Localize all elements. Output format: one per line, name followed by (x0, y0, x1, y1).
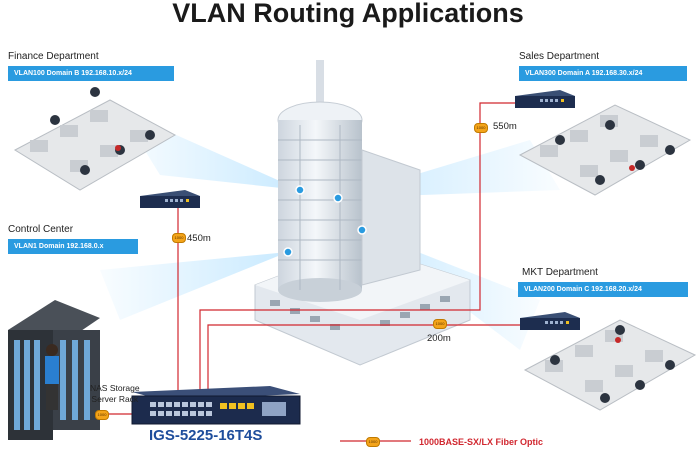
tower (277, 60, 421, 302)
mkt-vlan-box: VLAN200 Domain C 192.168.20.x/24 (518, 282, 688, 297)
main-switch (131, 386, 301, 425)
finance-switch (140, 190, 200, 208)
control-vlan-box: VLAN1 Domain 192.168.0.x (8, 239, 138, 254)
finance-office (13, 87, 177, 191)
finance-vlan-box: VLAN100 Domain B 192.168.10.x/24 (8, 66, 174, 81)
mkt-office (523, 319, 696, 411)
fiber-badge-finance: 1000 (172, 233, 186, 243)
sales-office (518, 104, 692, 196)
nas-label-line1: NAS Storage (90, 383, 140, 393)
finance-distance-label: 450m (187, 233, 211, 244)
sales-switch (515, 90, 575, 108)
tower-node-control (283, 247, 293, 257)
mkt-distance-label: 200m (427, 333, 451, 344)
mkt-department-label: MKT Department (522, 267, 598, 278)
legend-label: 1000BASE-SX/LX Fiber Optic (419, 437, 544, 447)
nas-label-line2: Server Rack (91, 394, 139, 404)
tower-node-sales (333, 193, 343, 203)
fiber-link-sales (199, 102, 515, 392)
fiber-link-mkt (207, 324, 520, 392)
finance-department-label: Finance Department (8, 51, 99, 62)
mkt-switch (520, 312, 580, 330)
sales-distance-label: 550m (493, 121, 517, 132)
fiber-badge-sales: 1000 (474, 123, 488, 133)
fiber-badge-nas: 1000 (95, 410, 109, 420)
server-racks (8, 300, 100, 440)
fiber-badge-legend: 1000 (366, 437, 380, 447)
beam-control (100, 252, 288, 320)
sales-department-label: Sales Department (519, 51, 600, 62)
tower-node-finance (295, 185, 305, 195)
tower-node-mkt (357, 225, 367, 235)
fiber-badge-mkt: 1000 (433, 319, 447, 329)
control-center-label: Control Center (8, 224, 74, 235)
nas-storage-label: NAS Storage Server Rack (90, 383, 140, 405)
page-title: VLAN Routing Applications (172, 0, 524, 28)
sales-vlan-box: VLAN300 Domain A 192.168.30.x/24 (519, 66, 687, 81)
switch-model-label: IGS-5225-16T4S (149, 427, 263, 444)
